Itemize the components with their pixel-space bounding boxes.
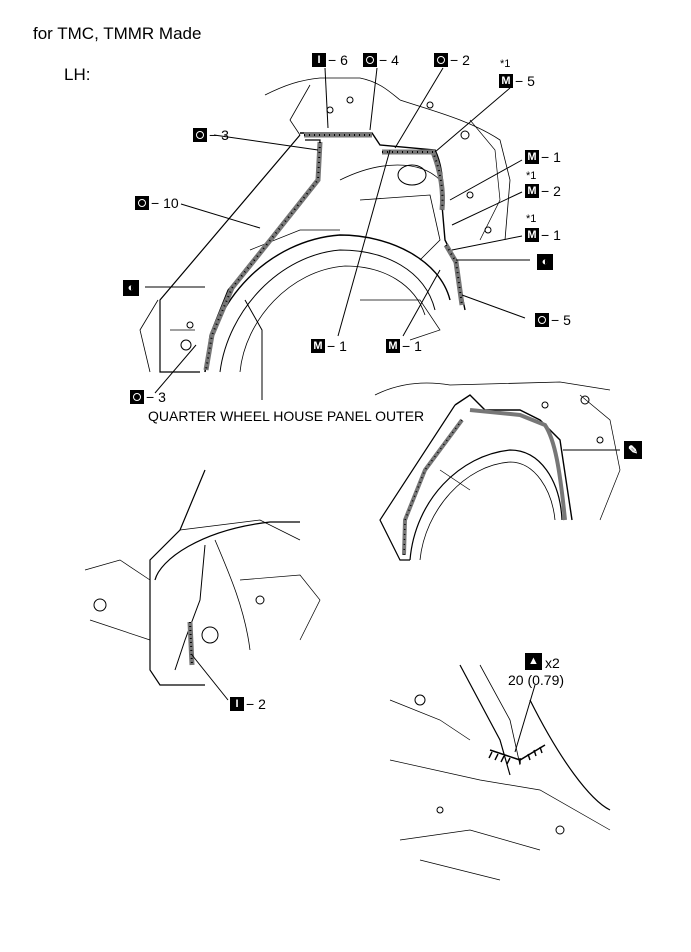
letter-o-icon <box>130 390 144 404</box>
callout-m1-c: − 1 <box>327 338 347 354</box>
spot-weld-icon: ◐ <box>537 254 553 270</box>
letter-m-icon: M <box>386 339 400 353</box>
letter-o-icon <box>363 53 377 67</box>
letter-m-icon: M <box>525 184 539 198</box>
letter-o-icon <box>535 313 549 327</box>
footnote-star: *1 <box>526 213 537 225</box>
callout-m2: − 2 <box>541 183 561 199</box>
letter-i-icon: I <box>312 53 326 67</box>
callout-o2: − 2 <box>450 52 470 68</box>
callout-i2: − 2 <box>246 696 266 712</box>
callout-m1-b: − 1 <box>541 227 561 243</box>
callout-o5: − 5 <box>551 312 571 328</box>
view-left <box>84 469 321 701</box>
letter-m-icon: M <box>499 74 513 88</box>
letter-m-icon: M <box>525 228 539 242</box>
torque-multiplier: x2 <box>545 655 560 671</box>
sealer-icon: ✎ <box>624 441 642 459</box>
letter-i-icon: I <box>230 697 244 711</box>
footnote-star: *1 <box>526 170 537 182</box>
torque-value: 20 (0.79) <box>508 672 565 688</box>
callout-o3-top: − 3 <box>209 127 229 143</box>
letter-o-icon <box>193 128 207 142</box>
callout-m1-a: − 1 <box>541 149 561 165</box>
torque-icon: ▲ <box>525 653 542 670</box>
part-caption: QUARTER WHEEL HOUSE PANEL OUTER <box>148 408 425 424</box>
view-bottom <box>389 664 611 881</box>
callout-o3-bottom: − 3 <box>146 389 166 405</box>
callout-m1-d: − 1 <box>402 338 422 354</box>
callout-o4: − 4 <box>379 52 399 68</box>
callout-m5: − 5 <box>515 73 535 89</box>
spot-weld-icon: ◐ <box>123 280 139 296</box>
main-view <box>139 67 530 400</box>
side-label: LH: <box>64 65 91 84</box>
callout-o10: − 10 <box>151 195 179 211</box>
letter-o-icon <box>135 196 149 210</box>
callout-i6: − 6 <box>328 52 348 68</box>
view-right <box>374 381 621 561</box>
page-title: for TMC, TMMR Made <box>33 24 202 43</box>
letter-o-icon <box>434 53 448 67</box>
letter-m-icon: M <box>525 150 539 164</box>
footnote-star: *1 <box>500 58 511 70</box>
letter-m-icon: M <box>311 339 325 353</box>
